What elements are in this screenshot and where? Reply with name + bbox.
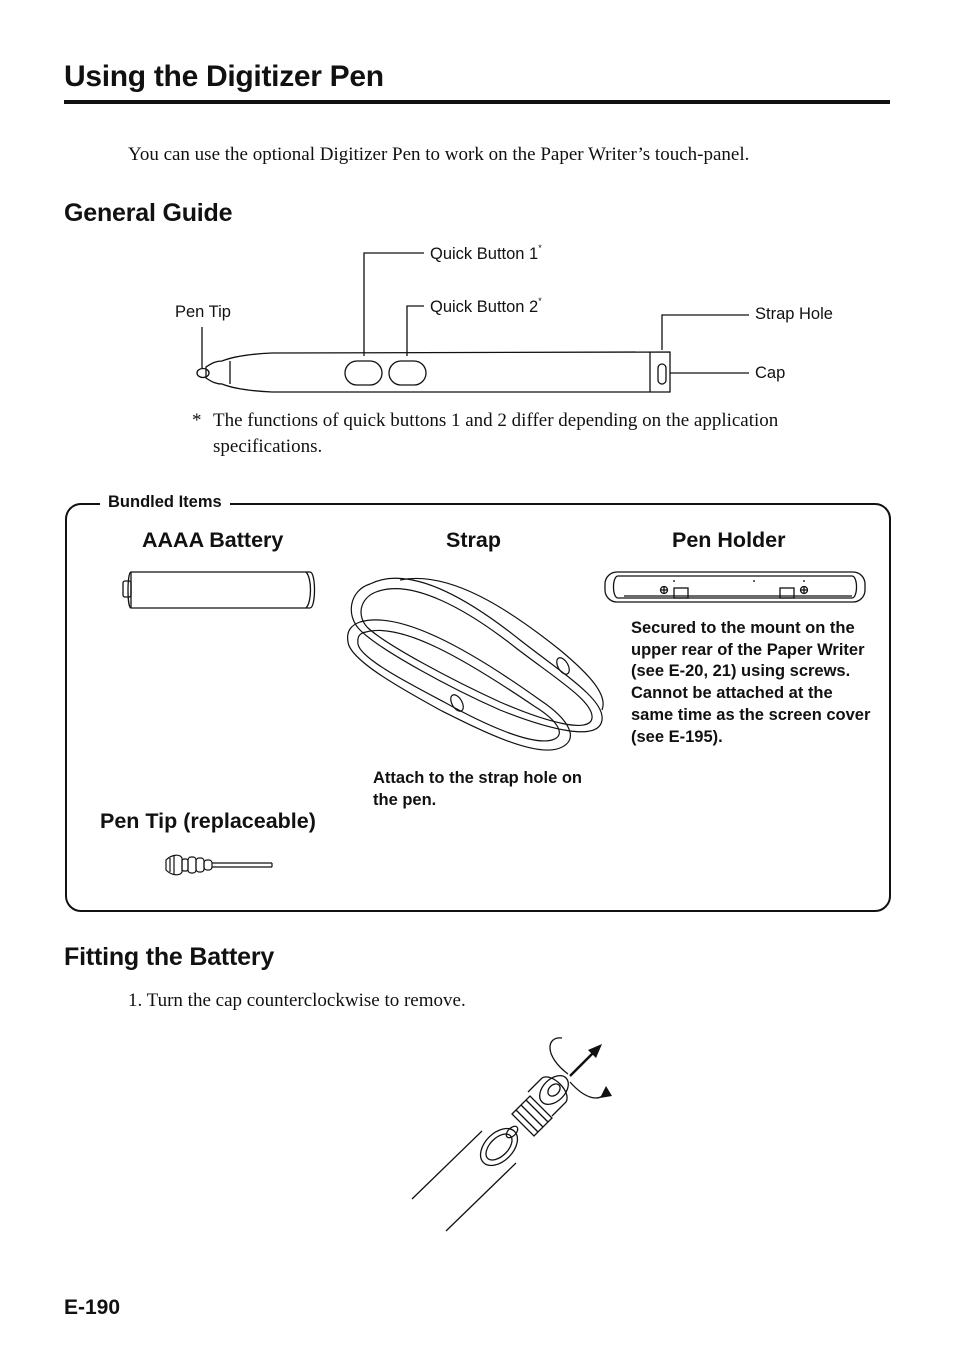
strap-illustration bbox=[347, 577, 604, 751]
pen-holder-description: Secured to the mount on the upper rear o… bbox=[631, 619, 871, 746]
cap-removal-illustration bbox=[411, 1037, 612, 1232]
footnote-marker: * bbox=[192, 410, 202, 431]
quick-button-2-label: Quick Button 2* bbox=[430, 296, 542, 316]
page-title: Using the Digitizer Pen bbox=[64, 60, 384, 93]
fitting-battery-heading: Fitting the Battery bbox=[64, 943, 275, 971]
intro-paragraph: You can use the optional Digitizer Pen t… bbox=[128, 144, 750, 165]
footnote-text: The functions of quick buttons 1 and 2 d… bbox=[213, 410, 779, 457]
pen-holder-title: Pen Holder bbox=[672, 528, 786, 552]
page-number: E-190 bbox=[64, 1296, 121, 1319]
pen-tip-title: Pen Tip (replaceable) bbox=[100, 809, 316, 833]
pen-holder-illustration bbox=[604, 571, 866, 603]
title-rule bbox=[64, 100, 890, 104]
strap-hole-label: Strap Hole bbox=[755, 305, 833, 323]
quick-button-1-label: Quick Button 1* bbox=[430, 243, 542, 263]
strap-title: Strap bbox=[446, 528, 501, 552]
pen-diagram bbox=[196, 252, 749, 393]
pen-tip-illustration bbox=[165, 854, 273, 876]
battery-title: AAAA Battery bbox=[142, 528, 284, 552]
step-1: 1. Turn the cap counterclockwise to remo… bbox=[128, 990, 466, 1011]
pen-tip-label: Pen Tip bbox=[175, 303, 231, 321]
battery-illustration bbox=[122, 571, 316, 609]
bundled-items-box bbox=[65, 503, 891, 912]
strap-description: Attach to the strap hole on the pen. bbox=[373, 769, 583, 809]
bundled-items-label: Bundled Items bbox=[100, 493, 230, 512]
cap-label: Cap bbox=[755, 364, 786, 382]
general-guide-heading: General Guide bbox=[64, 199, 233, 227]
